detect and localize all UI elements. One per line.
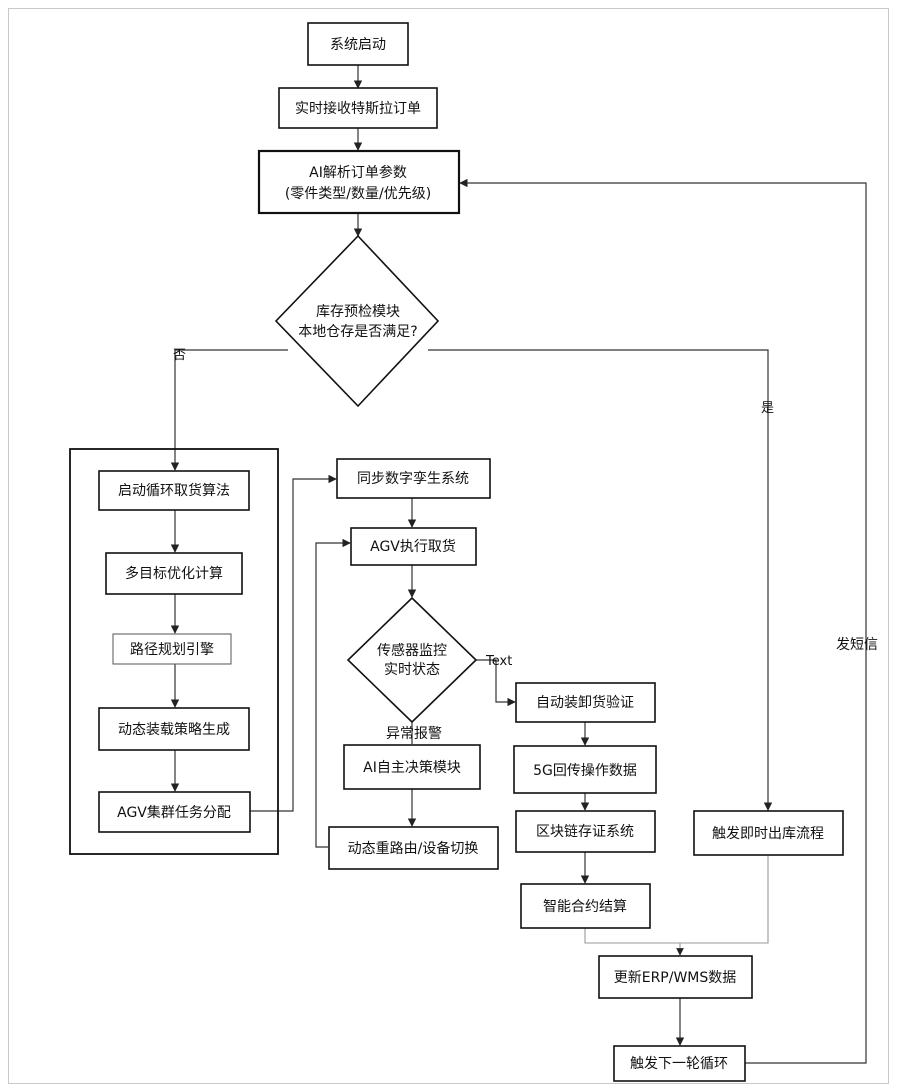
node-smart-settle-label: 智能合约结算	[543, 899, 627, 915]
edges	[170, 65, 867, 1064]
node-agv-assign[interactable]: AGV集群任务分配	[98, 791, 251, 833]
node-inventory-label-1: 库存预检模块	[316, 304, 400, 320]
node-reroute-label: 动态重路由/设备切换	[348, 840, 479, 857]
node-instant-out[interactable]: 触发即时出库流程	[693, 810, 844, 856]
edge-inventory-yes	[428, 349, 773, 811]
edge-next-parse	[459, 178, 867, 1064]
node-next-round-label: 触发下一轮循环	[630, 1056, 728, 1072]
node-loop-algo-label: 启动循环取货算法	[118, 482, 230, 499]
node-update-erp[interactable]: 更新ERP/WMS数据	[598, 955, 753, 999]
node-parse-label-2: (零件类型/数量/优先级)	[285, 186, 431, 202]
node-dyn-load-label: 动态装载策略生成	[118, 721, 230, 738]
node-smart-settle[interactable]: 智能合约结算	[520, 883, 651, 929]
edge-label-abnormal: 异常报警	[386, 726, 442, 742]
node-ai-decide-label: AI自主决策模块	[363, 759, 461, 776]
node-inventory-label-2: 本地仓存是否满足?	[298, 324, 417, 340]
node-instant-out-label: 触发即时出库流程	[712, 826, 824, 842]
node-path-plan[interactable]: 路径规划引擎	[112, 633, 232, 665]
node-agv-pick[interactable]: AGV执行取货	[350, 527, 477, 566]
node-blockchain-label: 区块链存证系统	[536, 824, 634, 840]
node-blockchain[interactable]: 区块链存证系统	[515, 810, 656, 853]
edge-settle-update	[584, 928, 684, 956]
node-twin-sync-label: 同步数字孪生系统	[357, 470, 469, 487]
edge-label-text: Text	[485, 654, 512, 669]
node-agv-assign-label: AGV集群任务分配	[117, 804, 231, 821]
node-update-erp-label: 更新ERP/WMS数据	[614, 970, 737, 986]
node-ai-decide[interactable]: AI自主决策模块	[343, 744, 481, 790]
edge-label-no: 否	[173, 348, 186, 363]
node-loop-algo[interactable]: 启动循环取货算法	[98, 470, 250, 511]
node-start-label: 系统启动	[330, 37, 386, 53]
node-sensor-label-2: 实时状态	[384, 662, 440, 678]
edge-reroute-pick	[315, 538, 351, 848]
node-path-plan-label: 路径规划引擎	[130, 642, 214, 658]
outer-frame	[8, 8, 889, 1084]
node-inventory[interactable]: 库存预检模块 本地仓存是否满足?	[274, 234, 440, 408]
subgraph-container	[69, 448, 279, 855]
node-twin-sync[interactable]: 同步数字孪生系统	[336, 458, 491, 499]
edge-sensor-text	[476, 659, 516, 707]
node-next-round[interactable]: 触发下一轮循环	[613, 1045, 746, 1082]
node-parse[interactable]: AI解析订单参数 (零件类型/数量/优先级)	[257, 149, 461, 215]
node-agv-pick-label: AGV执行取货	[370, 538, 456, 555]
node-start[interactable]: 系统启动	[307, 22, 409, 66]
node-reroute[interactable]: 动态重路由/设备切换	[328, 826, 499, 870]
node-receive-label: 实时接收特斯拉订单	[295, 100, 421, 117]
node-multi-opt[interactable]: 多目标优化计算	[105, 552, 243, 595]
node-multi-opt-label: 多目标优化计算	[125, 565, 223, 582]
node-sensor-label-1: 传感器监控	[377, 642, 447, 659]
node-auto-verify-label: 自动装卸货验证	[536, 694, 634, 711]
edge-label-yes: 是	[761, 401, 774, 416]
edge-label-sms: 发短信	[836, 637, 878, 653]
edge-agv-twin	[250, 474, 337, 812]
node-parse-label-1: AI解析订单参数	[309, 164, 407, 181]
node-receive[interactable]: 实时接收特斯拉订单	[278, 87, 438, 129]
node-auto-verify[interactable]: 自动装卸货验证	[515, 682, 656, 723]
edge-inventory-no	[170, 349, 288, 471]
node-sensor[interactable]: 传感器监控 实时状态	[346, 596, 478, 724]
node-five-g-label: 5G回传操作数据	[533, 763, 637, 779]
node-five-g[interactable]: 5G回传操作数据	[513, 745, 657, 794]
node-dyn-load[interactable]: 动态装载策略生成	[98, 707, 250, 751]
edge-out-update	[680, 855, 769, 944]
